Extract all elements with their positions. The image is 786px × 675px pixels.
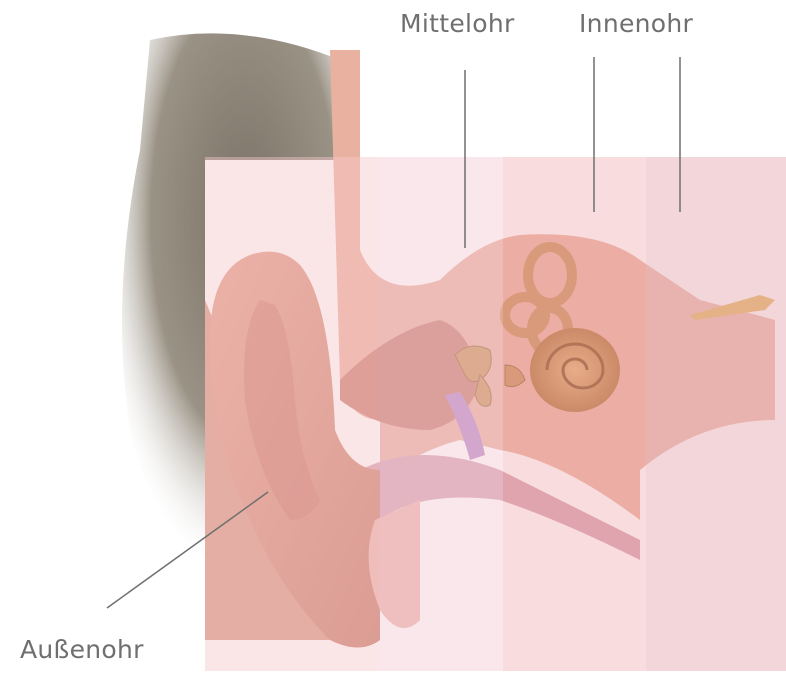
zone-outer-ear — [205, 157, 378, 671]
zone-inner-ear-b — [646, 157, 786, 671]
label-inner-ear: Innenohr — [579, 11, 693, 36]
label-outer-ear: Außenohr — [20, 637, 144, 662]
label-middle-ear: Mittelohr — [400, 11, 515, 36]
zone-inner-ear-a — [503, 157, 646, 671]
zone-middle-ear — [378, 157, 503, 671]
